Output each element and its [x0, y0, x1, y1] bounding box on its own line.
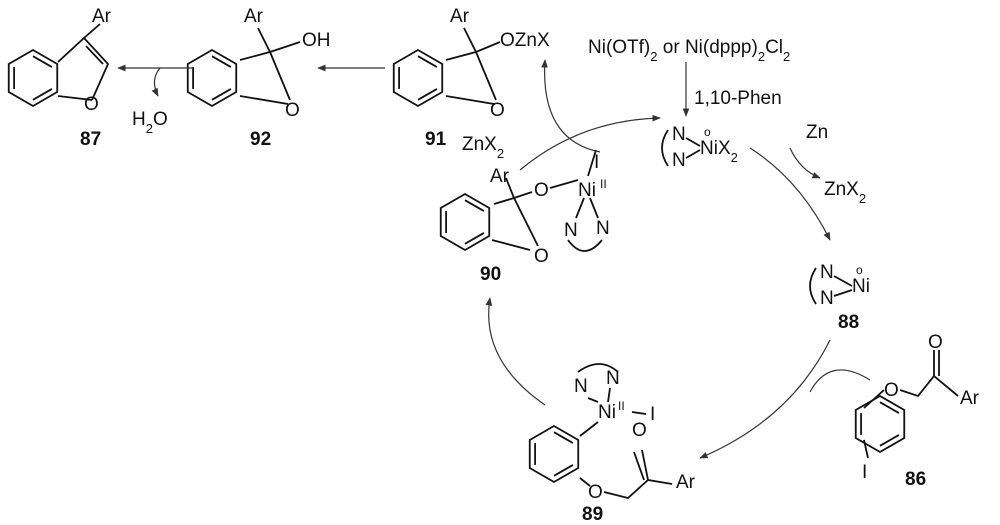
iodine-label: I: [594, 152, 599, 173]
compound-92: Ar OH O 92: [239, 6, 331, 150]
aromatic-double-bond: [553, 431, 574, 444]
oxygen-label: O: [490, 100, 505, 121]
ring-bonds: [7, 48, 906, 484]
iodine-label: I: [862, 462, 867, 483]
compound-88: N N Ni o 88: [809, 262, 870, 333]
compound-86: O O Ar I 86: [862, 332, 980, 490]
compound-number-90: 90: [480, 264, 501, 285]
zinc-label: Zn: [806, 122, 828, 143]
compound-number-91: 91: [425, 129, 447, 150]
oxidation-state: II: [600, 177, 607, 191]
nickel-label: Ni: [598, 402, 616, 423]
compound-90: Ar O Ni II I N N O 90: [480, 149, 610, 285]
arrow-cycle-cat-to-88: [749, 147, 831, 241]
nitrogen-label: N: [574, 376, 588, 397]
ligand-label: 1,10-Phen: [694, 88, 782, 109]
oxidation-state: o: [856, 263, 863, 277]
water-label: H2O: [132, 109, 168, 136]
nickel-label: NiX2: [700, 138, 738, 165]
nickel-label: Ni: [578, 180, 596, 201]
ni-phen-complex: N N NiX2 o: [661, 124, 738, 171]
aromatic-double-bond: [32, 88, 53, 101]
oxygen-label: O: [84, 94, 99, 115]
oxygen-label: O: [285, 100, 300, 121]
zinc-halide-out-label: ZnX2: [824, 179, 866, 206]
zinc-halide-in-label: ZnX2: [462, 134, 504, 161]
hydroxyl-label: OH: [302, 30, 331, 51]
nitrogen-label: N: [820, 262, 834, 283]
nitrogen-label: N: [672, 124, 686, 145]
ring-bonds-91: [445, 27, 501, 105]
aromatic-double-bond: [32, 55, 53, 68]
oxidation-state: o: [704, 125, 711, 139]
ring-and-ligand-bonds: [491, 149, 603, 252]
compound-number-92: 92: [250, 129, 271, 150]
aryl-label: Ar: [244, 6, 264, 27]
aromatic-double-bond: [211, 88, 232, 101]
alkoxide-oxygen-label: O: [534, 180, 549, 201]
aromatic-double-bond: [417, 88, 438, 101]
arrow-water-loss: [151, 67, 161, 97]
benzene-ring: [528, 424, 580, 484]
aromatic-double-bond: [211, 55, 232, 68]
precatalyst-label: Ni(OTf)2 or Ni(dppp)2Cl2: [588, 37, 790, 64]
aryl-label: Ar: [92, 6, 112, 27]
nickel-label: Ni: [852, 276, 870, 297]
aryl-label: Ar: [676, 472, 696, 493]
aromatic-double-bond: [417, 55, 438, 68]
benzene-ring: [439, 192, 491, 252]
nitrogen-label: N: [564, 220, 578, 241]
arrow-zn-reduction: [789, 147, 821, 179]
compound-91: Ar OZnX O 91: [425, 6, 550, 150]
aromatic-double-bond: [464, 199, 485, 212]
compound-89: N N Ni II I O O Ar 89: [574, 363, 696, 525]
compound-87: Ar O 87: [57, 6, 112, 150]
side-chain-bonds: [863, 350, 959, 459]
benzene-ring: [186, 48, 238, 108]
arrow-cycle-89-to-90: [485, 297, 546, 406]
furan-bonds: [57, 36, 110, 101]
arrow-cycle-88-to-89: [699, 339, 831, 459]
carbonyl-oxygen-label: O: [632, 420, 647, 441]
compound-number-87: 87: [80, 129, 101, 150]
aromatic-double-bond: [464, 232, 485, 245]
oxygen-label: O: [884, 380, 899, 401]
benzene-ring: [392, 48, 444, 108]
double-bond: [85, 45, 104, 65]
compound-number-86: 86: [905, 469, 926, 490]
nitrogen-label: N: [606, 368, 620, 389]
zinc-alkoxide-label: OZnX: [500, 30, 550, 51]
aromatic-double-bond: [879, 401, 900, 414]
nitrogen-label: N: [672, 150, 686, 171]
benzene-ring: [7, 48, 59, 108]
carbonyl-oxygen-label: O: [928, 332, 943, 353]
aromatic-double-bond: [879, 434, 900, 447]
aryl-bond: [83, 23, 101, 39]
ligand-bonds: [809, 267, 853, 305]
ether-oxygen-label: O: [588, 482, 603, 503]
arrow-90-to-91: [541, 59, 601, 153]
oxygen-label: O: [534, 246, 549, 267]
aryl-label: Ar: [450, 6, 470, 27]
benzene-ring: [854, 394, 906, 454]
ligand-bonds: [661, 129, 701, 167]
nitrogen-label: N: [820, 288, 834, 309]
nitrogen-label: N: [596, 218, 610, 239]
compound-number-88: 88: [838, 312, 859, 333]
aromatic-double-bond: [553, 464, 574, 477]
iodine-label: I: [650, 404, 655, 425]
compound-number-89: 89: [582, 504, 603, 525]
arrow-cycle-90-to-cat: [519, 114, 661, 171]
aryl-label: Ar: [960, 388, 980, 409]
oxidation-state: II: [618, 399, 625, 413]
arrow-86-entry: [809, 369, 871, 393]
coordination-bonds: [577, 363, 673, 499]
ring-bonds-92: [239, 27, 301, 105]
aryl-label: Ar: [490, 166, 510, 187]
